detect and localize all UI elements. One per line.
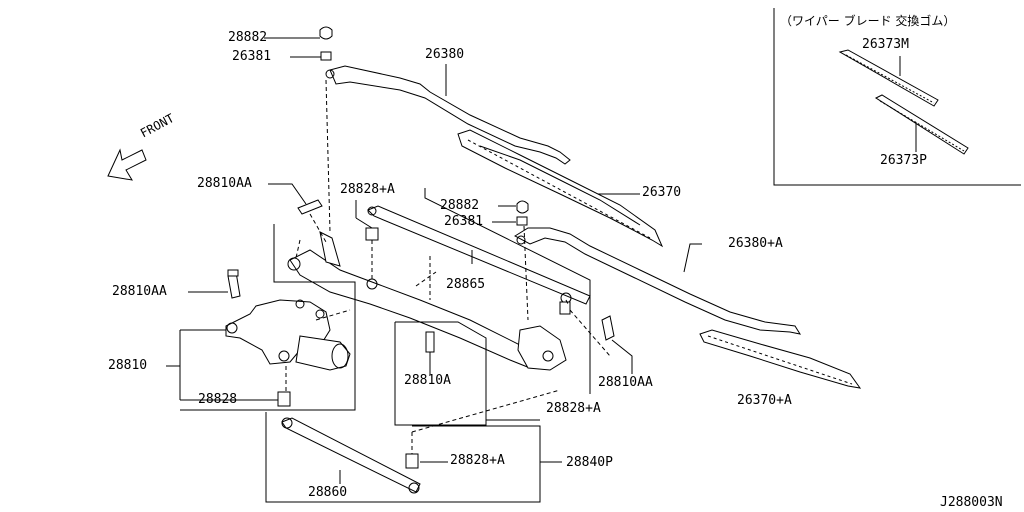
part-label-26370a[interactable]: 26370+A bbox=[737, 393, 792, 408]
part-label-28840p[interactable]: 28840P bbox=[566, 455, 613, 470]
part-label-28882-mid[interactable]: 28882 bbox=[440, 198, 480, 213]
fasteners bbox=[227, 26, 615, 469]
part-label-28828a-upper[interactable]: 28828+A bbox=[340, 182, 395, 197]
part-label-28810aa-right[interactable]: 28810AA bbox=[598, 375, 653, 390]
rubber-refill-inset bbox=[773, 8, 1021, 186]
part-label-26373p[interactable]: 26373P bbox=[880, 153, 927, 168]
part-label-26381-mid[interactable]: 26381 bbox=[444, 214, 484, 229]
link-rod-28860 bbox=[281, 417, 421, 494]
part-label-26380[interactable]: 26380 bbox=[425, 47, 465, 62]
part-label-28828[interactable]: 28828 bbox=[198, 392, 238, 407]
group-frames bbox=[166, 188, 591, 503]
part-label-28810a[interactable]: 28810A bbox=[404, 373, 451, 388]
part-label-26380a[interactable]: 26380+A bbox=[728, 236, 783, 251]
diagram-code: J288003N bbox=[940, 495, 1003, 510]
part-label-28860[interactable]: 28860 bbox=[308, 485, 348, 500]
linkage-28865 bbox=[287, 205, 591, 371]
part-label-28810aa-left[interactable]: 28810AA bbox=[112, 284, 167, 299]
part-label-26381-upper[interactable]: 26381 bbox=[232, 49, 272, 64]
wiper-arm-26380 bbox=[325, 65, 571, 165]
inset-title: （ワイパー ブレード 交換ゴム） bbox=[780, 14, 956, 28]
wiper-blade-26370 bbox=[457, 129, 664, 248]
wiper-motor-28810 bbox=[225, 299, 351, 371]
part-label-26370[interactable]: 26370 bbox=[642, 185, 682, 200]
part-label-28828a-lower[interactable]: 28828+A bbox=[450, 453, 505, 468]
part-label-28882-upper[interactable]: 28882 bbox=[228, 30, 268, 45]
part-label-28828a-right[interactable]: 28828+A bbox=[546, 401, 601, 416]
part-label-28810[interactable]: 28810 bbox=[108, 358, 148, 373]
part-label-28865[interactable]: 28865 bbox=[446, 277, 486, 292]
part-label-28810aa-upper[interactable]: 28810AA bbox=[197, 176, 252, 191]
leader-lines bbox=[188, 37, 702, 484]
wiper-blade-26370a bbox=[699, 329, 862, 389]
front-arrow-icon bbox=[107, 148, 147, 181]
part-label-26373m[interactable]: 26373M bbox=[862, 37, 909, 52]
